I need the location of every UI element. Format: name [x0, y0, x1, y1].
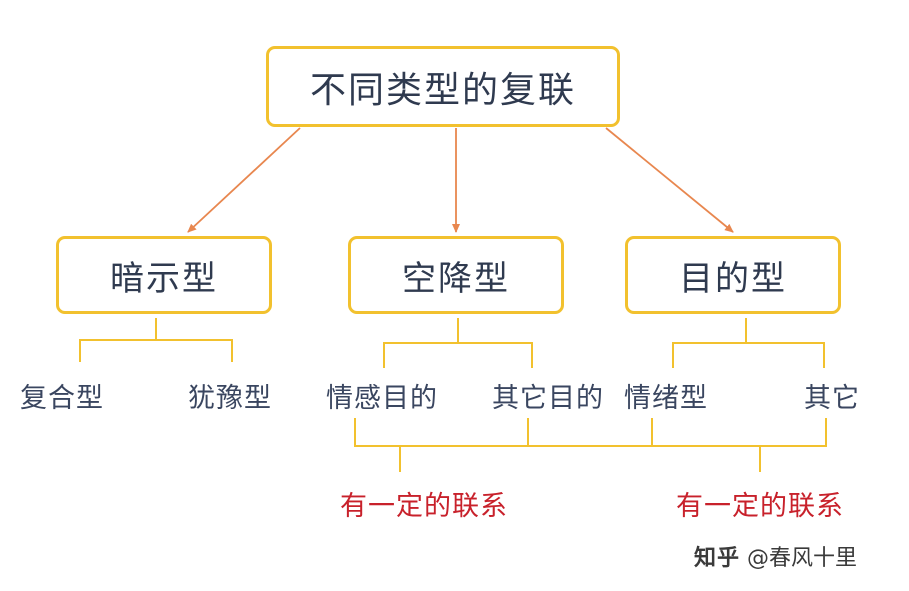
link-bracket-1 — [354, 418, 653, 472]
bracket-anshi — [79, 318, 233, 362]
leaf-qinggan-mude: 情感目的 — [326, 383, 438, 414]
bracket-mude — [672, 318, 825, 368]
category-label: 空降型 — [402, 258, 510, 299]
root-node: 不同类型的复联 — [266, 46, 620, 127]
category-label: 目的型 — [679, 258, 787, 299]
zhihu-logo-text: 知乎 — [694, 546, 741, 571]
category-node-mude: 目的型 — [625, 236, 841, 314]
link-label-1: 有一定的联系 — [340, 491, 508, 522]
category-node-kongjiang: 空降型 — [348, 236, 564, 314]
category-label: 暗示型 — [110, 258, 218, 299]
bracket-kongjiang — [383, 318, 533, 368]
category-node-anshi: 暗示型 — [56, 236, 272, 314]
leaf-youyu: 犹豫型 — [188, 383, 272, 414]
arrow-root-to-anshi — [187, 127, 301, 233]
link-bracket-2 — [527, 418, 827, 472]
link-label-2: 有一定的联系 — [676, 491, 844, 522]
leaf-qita: 其它 — [804, 383, 860, 414]
arrow-root-to-mude — [605, 127, 734, 233]
leaf-qita-mude: 其它目的 — [492, 383, 604, 414]
leaf-qingxu: 情绪型 — [624, 383, 708, 414]
root-label: 不同类型的复联 — [309, 69, 576, 111]
watermark-author: @春风十里 — [747, 546, 858, 571]
watermark: 知乎 @春风十里 — [694, 540, 857, 572]
leaf-fuhe: 复合型 — [20, 383, 104, 414]
